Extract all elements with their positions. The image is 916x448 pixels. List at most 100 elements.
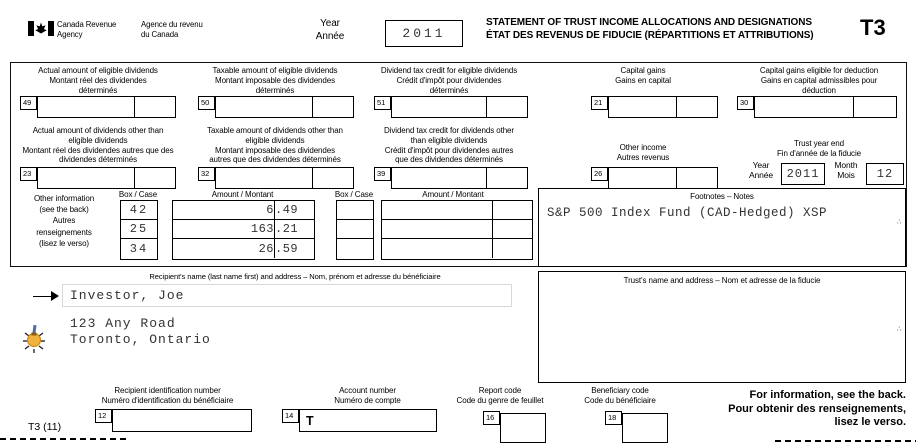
canada-flag-icon: [28, 21, 54, 36]
year-input[interactable]: 2011: [385, 20, 463, 47]
box-case-cell[interactable]: 42: [121, 201, 157, 220]
trust-year-end-label: Trust year end Fin d'année de la fiducie: [777, 139, 861, 158]
box-case-column-1: 42 25 34: [120, 200, 158, 260]
box-case-cell[interactable]: [337, 220, 373, 239]
recipient-id-input[interactable]: [112, 409, 252, 432]
field-39-num: 39: [374, 167, 391, 181]
field-23-input[interactable]: [37, 167, 176, 189]
recipient-id-label: Recipient identification number Numéro d…: [101, 386, 234, 405]
report-code-num: 16: [483, 411, 500, 425]
field-21-input[interactable]: [608, 96, 718, 118]
form-title-fr: ÉTAT DES REVENUS DE FIDUCIE (RÉPARTITION…: [486, 30, 814, 41]
amount-dollars: 163: [250, 222, 274, 236]
amount-header-1: Amount / Montant: [211, 190, 274, 199]
recipient-address-area[interactable]: 123 Any Road Toronto, Ontario: [70, 316, 370, 352]
trust-year-value: 2011: [786, 167, 820, 181]
field-21-label: Capital gains Gains en capital: [615, 66, 671, 85]
amount-cell[interactable]: 163 .21: [173, 220, 314, 239]
field-50-label: Taxable amount of eligible dividends Mon…: [212, 66, 338, 95]
field-23-num: 23: [20, 167, 37, 181]
amount-column-2: [381, 200, 533, 260]
field-49-label: Actual amount of eligible dividends Mont…: [38, 66, 158, 95]
edge-mark: ∴: [897, 326, 903, 333]
field-50-input[interactable]: [215, 96, 354, 118]
report-code-label: Report code Code du genre de feuillet: [456, 386, 544, 405]
dashed-line-right: [775, 440, 916, 442]
box-case-cell[interactable]: [337, 201, 373, 220]
agency-name-en: Canada Revenue Agency: [57, 20, 117, 39]
box-case-value: 42: [129, 203, 149, 217]
box-case-value: 25: [129, 222, 149, 236]
amount-cell[interactable]: [382, 239, 532, 258]
field-51-num: 51: [374, 96, 391, 110]
year-label: Year Année: [315, 18, 345, 42]
box-case-cell[interactable]: [337, 239, 373, 258]
form-title-en: STATEMENT OF TRUST INCOME ALLOCATIONS AN…: [486, 17, 812, 28]
field-50-num: 50: [198, 96, 215, 110]
field-30-label: Capital gains eligible for deduction Gai…: [759, 66, 879, 95]
edge-mark: ∴: [897, 219, 903, 226]
recipient-header: Recipient's name (last name first) and a…: [149, 272, 441, 281]
dashed-line-left: [0, 438, 127, 440]
footnotes-box[interactable]: Footnotes – Notes S&P 500 Index Fund (CA…: [538, 188, 906, 267]
footnotes-header: Footnotes – Notes: [690, 192, 754, 201]
trust-month-input[interactable]: 12: [866, 163, 904, 185]
amount-cell[interactable]: [382, 220, 532, 239]
box-case-cell[interactable]: 34: [121, 239, 157, 258]
amount-dollars: 26: [258, 241, 274, 256]
field-21-num: 21: [591, 96, 608, 110]
amount-cell[interactable]: [382, 201, 532, 220]
box-case-cell[interactable]: 25: [121, 220, 157, 239]
field-51-label: Dividend tax credit for eligible dividen…: [380, 66, 518, 95]
amount-cell[interactable]: 6 .49: [173, 201, 314, 220]
recipient-id-num: 12: [95, 409, 112, 423]
trust-year-label: Year Année: [748, 160, 774, 180]
field-32-input[interactable]: [215, 167, 354, 189]
agency-name-fr: Agence du revenu du Canada: [141, 20, 203, 39]
beneficiary-code-num: 18: [605, 411, 622, 425]
report-code-input[interactable]: [500, 413, 546, 443]
field-49-input[interactable]: [37, 96, 176, 118]
trust-name-box[interactable]: Trust's name and address – Nom et adress…: [538, 271, 906, 383]
amount-cents: .21: [274, 220, 314, 238]
account-number-input[interactable]: T: [299, 409, 437, 432]
box-case-column-2: [336, 200, 374, 260]
amount-dollars: 6: [266, 203, 274, 217]
arrow-icon: [33, 291, 59, 302]
form-code: T3: [860, 15, 886, 40]
field-49-num: 49: [20, 96, 37, 110]
box-case-header-2: Box / Case: [334, 190, 374, 199]
box-case-header-1: Box / Case: [118, 190, 158, 199]
beneficiary-code-label: Beneficiary code Code du bénéficiaire: [584, 386, 656, 405]
field-30-input[interactable]: [754, 96, 897, 118]
field-26-num: 26: [591, 167, 608, 181]
recipient-address-line2: Toronto, Ontario: [70, 331, 211, 347]
recipient-name-value: Investor, Joe: [70, 288, 185, 303]
field-32-label: Taxable amount of dividends other than e…: [207, 126, 343, 165]
field-39-input[interactable]: [391, 167, 528, 189]
account-number-label: Account number Numéro de compte: [334, 386, 401, 405]
field-39-label: Dividend tax credit for dividends other …: [384, 126, 514, 165]
box-case-value: 34: [129, 241, 149, 256]
field-30-num: 30: [737, 96, 754, 110]
field-32-num: 32: [198, 167, 215, 181]
amount-cell[interactable]: 26 .59: [173, 239, 314, 258]
other-info-label: Other information (see the back) Autres …: [33, 194, 95, 248]
field-51-input[interactable]: [391, 96, 528, 118]
trust-year-input[interactable]: 2011: [781, 163, 825, 185]
amount-cents: .49: [274, 201, 314, 219]
year-value: 2011: [402, 26, 446, 41]
field-26-input[interactable]: [608, 167, 718, 189]
field-23-label: Actual amount of dividends other than el…: [22, 126, 174, 165]
form-version: T3 (11): [28, 421, 62, 433]
info-see-back: For information, see the back. Pour obte…: [728, 389, 906, 428]
recipient-address-line1: 123 Any Road: [70, 316, 176, 331]
trust-month-label: Month Mois: [834, 160, 858, 180]
amount-cents: .59: [274, 239, 314, 258]
trust-month-value: 12: [876, 167, 894, 181]
lightbulb-icon: [23, 324, 45, 353]
beneficiary-code-input[interactable]: [622, 413, 668, 443]
field-26-label: Other income Autres revenus: [616, 143, 670, 162]
recipient-name-input[interactable]: Investor, Joe: [62, 284, 512, 307]
